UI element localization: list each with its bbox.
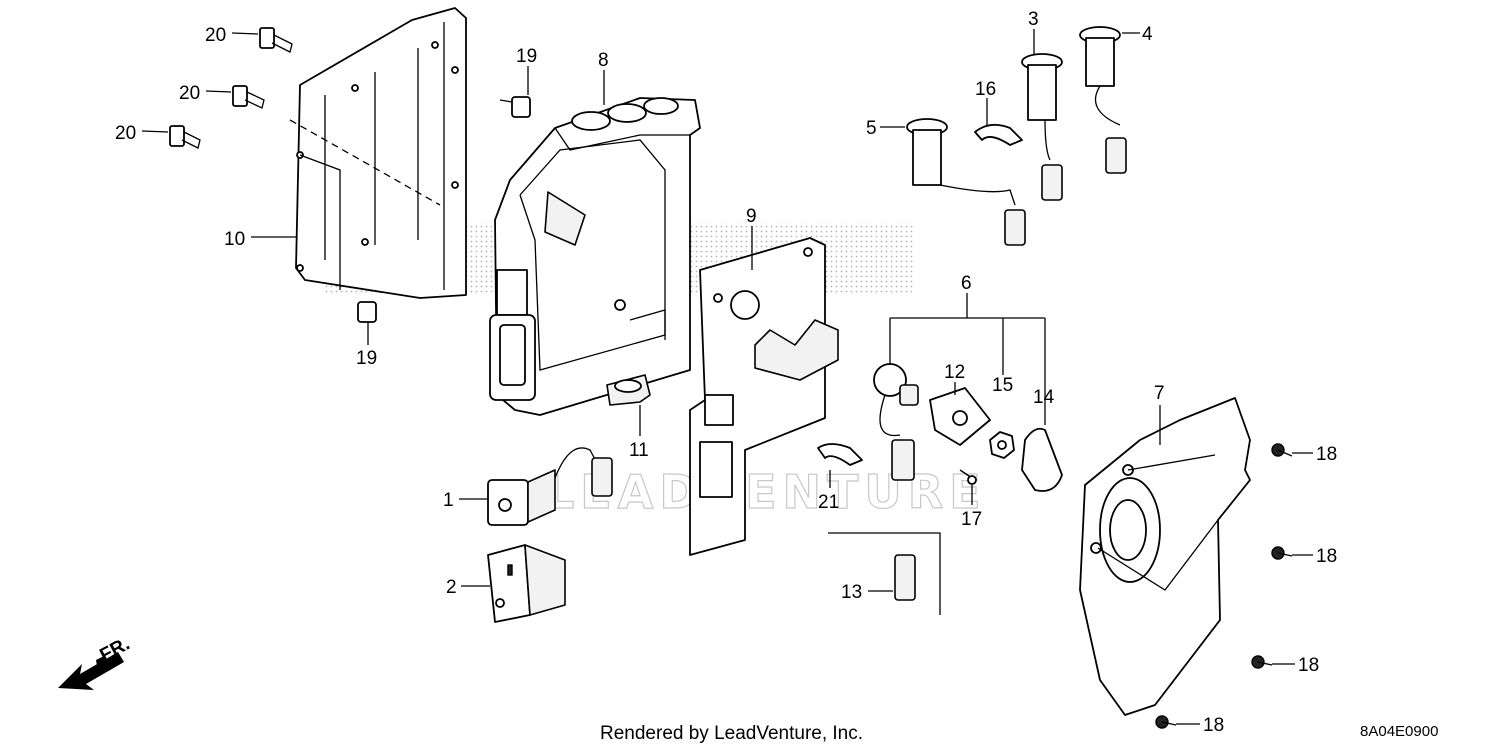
callout-16: 16 — [975, 79, 996, 100]
part-15-nut — [989, 431, 1015, 459]
callout-20b: 20 — [179, 83, 200, 104]
callout-12: 12 — [944, 362, 965, 383]
bolts — [169, 27, 1293, 729]
bolt-20b — [232, 85, 265, 109]
callout-6: 6 — [961, 273, 972, 294]
part-10-plate — [289, 7, 467, 299]
bolt-20c — [169, 125, 201, 149]
callout-18d: 18 — [1203, 715, 1224, 736]
part-1-switch — [487, 447, 613, 526]
callout-2: 2 — [446, 577, 457, 598]
part-7-cover — [1079, 397, 1251, 716]
bolt-18c — [1251, 655, 1273, 669]
part-8-frame — [489, 97, 701, 416]
part-17-screw — [959, 469, 977, 485]
arrow-hatch-icon — [96, 656, 104, 672]
part-11-grommet — [606, 374, 651, 406]
callout-18b: 18 — [1316, 546, 1337, 567]
callout-7: 7 — [1154, 383, 1165, 404]
callout-20c: 20 — [115, 123, 136, 144]
callout-4: 4 — [1142, 24, 1153, 45]
callout-19a: 19 — [516, 46, 537, 67]
callout-10: 10 — [224, 229, 245, 250]
callout-20a: 20 — [205, 25, 226, 46]
part-16-clip — [974, 123, 1023, 146]
part-6-sensor — [873, 363, 919, 481]
callouts: 20 20 20 19 19 8 10 9 11 1 2 3 4 5 16 6 … — [115, 9, 1337, 736]
callout-13: 13 — [841, 582, 862, 603]
part-3-socket — [1021, 53, 1063, 201]
bolt-19a — [499, 96, 531, 118]
bolt-18b — [1271, 546, 1293, 560]
callout-17: 17 — [961, 509, 982, 530]
front-direction-arrow: FR. — [58, 634, 133, 690]
callout-5: 5 — [866, 118, 877, 139]
callout-1: 1 — [443, 490, 454, 511]
bolt-20a — [259, 27, 293, 53]
part-9-bracket — [689, 237, 839, 556]
arrow-icon — [58, 652, 124, 690]
part-12-plate — [929, 387, 991, 446]
bolt-18d — [1155, 715, 1177, 729]
part-5-socket — [906, 118, 1026, 246]
callout-15: 15 — [992, 375, 1013, 396]
part-4-socket — [1079, 26, 1127, 174]
part-14-knob — [1021, 427, 1063, 492]
callout-19b: 19 — [356, 348, 377, 369]
callout-18c: 18 — [1298, 655, 1319, 676]
part-21-clip — [817, 443, 863, 466]
bolt-18a — [1271, 443, 1293, 457]
bolt-19b — [357, 301, 377, 323]
callout-14: 14 — [1033, 387, 1055, 408]
callout-9: 9 — [746, 206, 757, 227]
part-2-rocker-switch — [487, 544, 566, 623]
leader-lines — [141, 29, 1313, 725]
footer-credit: Rendered by LeadVenture, Inc. — [600, 723, 863, 744]
part-13-connector — [828, 532, 941, 615]
callout-11: 11 — [629, 440, 649, 461]
callout-3: 3 — [1028, 9, 1039, 30]
callout-21: 21 — [818, 492, 839, 513]
diagram-code: 8A04E0900 — [1360, 723, 1438, 740]
callout-8: 8 — [598, 50, 609, 71]
callout-18a: 18 — [1316, 444, 1337, 465]
